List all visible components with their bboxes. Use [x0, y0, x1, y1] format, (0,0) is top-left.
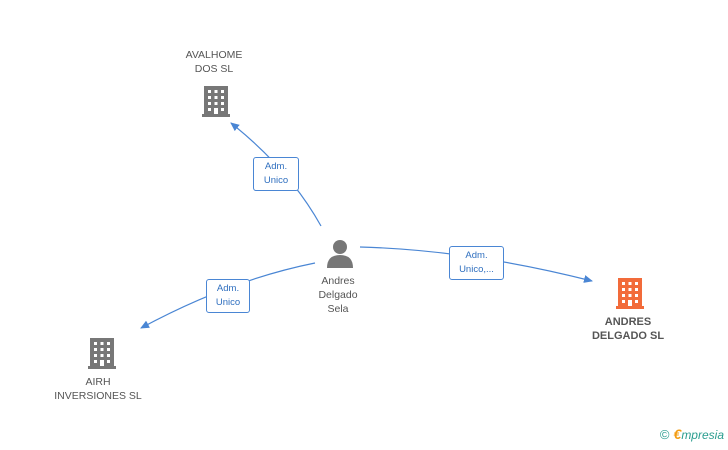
airh-label[interactable]: AIRH INVERSIONES SL — [54, 376, 142, 402]
andres-delgado-sl-label[interactable]: ANDRES DELGADO SL — [591, 316, 665, 342]
edge-label-to-andres-sl[interactable]: Adm. Unico,... — [449, 246, 504, 280]
empresia-brand: ©€mpresia — [660, 426, 724, 442]
avalhome-label[interactable]: AVALHOME DOS SL — [185, 49, 243, 75]
building-icon[interactable] — [86, 336, 118, 370]
building-icon[interactable] — [200, 84, 232, 118]
building-icon[interactable] — [614, 276, 646, 310]
empresia-logo-text: mpresia — [681, 428, 724, 442]
person-label[interactable]: Andres Delgado Sela — [318, 275, 358, 315]
edge-label-to-avalhome[interactable]: Adm. Unico — [253, 157, 299, 191]
edge-label-to-airh[interactable]: Adm. Unico — [206, 279, 250, 313]
person-icon[interactable] — [325, 238, 355, 268]
empresia-logo-e: € — [673, 426, 682, 442]
copyright-symbol: © — [659, 427, 670, 442]
